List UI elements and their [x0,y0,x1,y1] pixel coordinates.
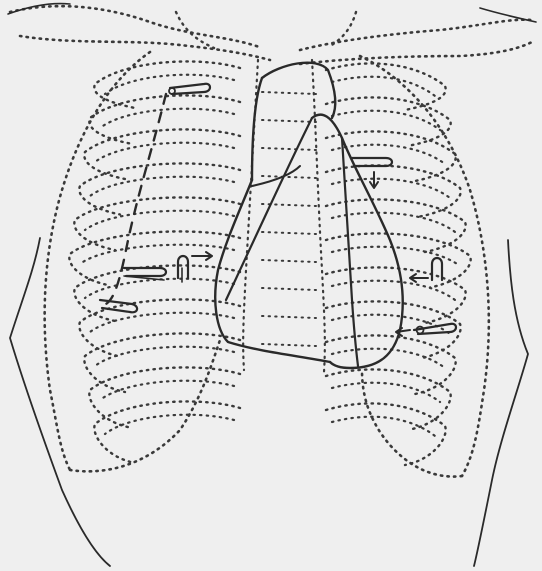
arrow-icon [410,274,428,282]
mediastinum-outline [262,63,335,118]
left-rib-inner [90,313,234,332]
clavicles [8,3,536,64]
left-rib-inner [95,143,234,162]
right-rib [326,131,456,181]
left-rib-inner [105,415,234,434]
vertebra-line [262,344,316,346]
left-rib [74,197,240,250]
left-rib-inner [100,109,234,128]
left-clavicle [10,6,262,48]
neck-left [176,12,214,48]
left-ribs [69,61,240,463]
left-rib-inner [90,177,234,196]
right-rib-inner [332,179,450,198]
safety-pin-icon [100,300,137,312]
vertebra-line [262,316,316,318]
left-rib [84,333,240,392]
right-rib [326,63,446,110]
arrow-icon [192,252,212,260]
inner-vessel-right [342,138,358,366]
safety-pin-icon [124,268,166,280]
left-shoulder-line [8,3,70,14]
left-rib-inner [95,347,234,366]
right-rib [326,97,451,145]
right-rib-inner [332,349,445,368]
right-clavicle [300,20,532,50]
left-rib-inner [85,211,234,230]
right-rib [326,403,446,465]
right-rib [326,369,451,429]
left-rib-cage [45,52,240,471]
heart-outline [215,63,403,368]
vertebra-line [262,120,316,122]
right-shoulder-line [480,8,536,22]
left-body-outline [10,238,110,566]
spine-right-edge [312,60,325,372]
left-rib [89,367,240,427]
right-rib-inner [332,315,450,334]
left-rib-inner [85,279,234,298]
vertebra-line [262,176,316,178]
vertebra-line [262,92,316,94]
right-rib-inner [332,213,455,232]
right-clavicle-lower [300,42,532,64]
left-rib [94,401,240,463]
vertebra-line [262,232,316,234]
safety-pin-icon [169,84,210,94]
left-diaphragm [70,340,220,471]
vertebrae [262,92,316,346]
vertebra-line [262,260,316,262]
right-rib-inner [332,383,440,402]
right-rib-inner [332,77,435,96]
left-rib [84,129,240,179]
vertebra-line [262,148,316,150]
right-rib-inner [332,111,440,130]
right-body-outline [474,240,528,566]
vertebra-line [262,288,316,290]
aortic-knob [252,78,262,180]
